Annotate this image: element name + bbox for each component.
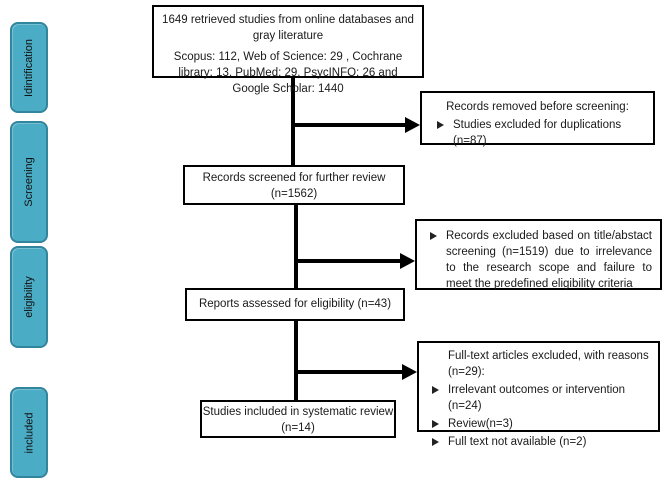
- stage-eligibility-label: eligibility: [23, 276, 36, 318]
- stage-included: included: [10, 387, 48, 478]
- stage-eligibility: eligibility: [10, 246, 48, 348]
- right-arrowhead-bullet-icon: [432, 386, 439, 395]
- connector-line-reports-to-included: [294, 320, 298, 401]
- list-item: Irrelevant outcomes or intervention (n=2…: [423, 382, 652, 414]
- records-removed-box: Records removed before screening: Studie…: [420, 91, 655, 147]
- stage-screening-label: Screening: [23, 157, 36, 207]
- retrieved-studies-text: 1649 retrieved studies from online datab…: [162, 14, 414, 43]
- records-removed-title: Records removed before screening:: [446, 101, 629, 113]
- fulltext-excluded-box: Full-text articles excluded, with reason…: [417, 341, 660, 448]
- fulltext-unavailable-text: Full text not available (n=2): [448, 436, 587, 449]
- connector-line-screened-to-reports: [294, 204, 298, 289]
- right-arrowhead-bullet-icon: [432, 420, 439, 429]
- arrow-to-removed-box: [293, 117, 420, 133]
- review-excluded-text: Review(n=3): [448, 418, 513, 431]
- title-screen-excluded-text: Records excluded based on title/abstact …: [446, 230, 652, 291]
- list-item: Records excluded based on title/abstact …: [421, 228, 652, 292]
- reports-assessed-box: Reports assessed for eligibility (n=43): [185, 288, 405, 321]
- list-item: Full text not available (n=2): [423, 434, 652, 450]
- connector-line-top-to-screened: [291, 77, 295, 166]
- studies-included-text: Studies included in systematic review: [202, 406, 394, 418]
- records-screened-box: Records screened for further review (n=1…: [183, 165, 405, 205]
- arrow-head-icon: [400, 253, 415, 269]
- retrieved-studies-box: 1649 retrieved studies from online datab…: [152, 5, 424, 95]
- arrow-head-icon: [405, 117, 420, 133]
- fulltext-excluded-title: Full-text articles excluded, with reason…: [448, 350, 649, 379]
- records-screened-count: (n=1562): [270, 188, 318, 201]
- stage-included-label: included: [23, 412, 36, 453]
- list-item: Review(n=3): [423, 416, 652, 432]
- arrow-shaft: [293, 123, 405, 127]
- records-screened-text: Records screened for further review: [202, 172, 386, 184]
- right-arrowhead-bullet-icon: [437, 121, 444, 130]
- stage-identification: Idintification: [10, 22, 48, 113]
- arrow-shaft: [297, 370, 402, 374]
- stage-screening: Screening: [10, 121, 48, 243]
- studies-included-count: (n=14): [281, 422, 315, 435]
- stage-identification-label: Idintification: [23, 38, 35, 97]
- right-arrowhead-bullet-icon: [430, 232, 437, 240]
- list-item: Studies excluded for duplications (n=87): [428, 117, 647, 149]
- studies-included-box: Studies included in systematic review (n…: [200, 400, 396, 438]
- irrelevant-outcomes-text: Irrelevant outcomes or intervention (n=2…: [448, 384, 626, 413]
- arrow-head-icon: [402, 364, 417, 380]
- arrow-shaft: [297, 259, 400, 263]
- arrow-to-title-screen-excluded-box: [297, 253, 415, 269]
- title-screen-excluded-box: Records excluded based on title/abstact …: [415, 219, 662, 290]
- database-counts-text: Scopus: 112, Web of Science: 29 , Cochra…: [173, 51, 403, 96]
- right-arrowhead-bullet-icon: [432, 438, 439, 447]
- duplications-excluded-text: Studies excluded for duplications (n=87): [453, 119, 622, 148]
- reports-assessed-text: Reports assessed for eligibility (n=43): [198, 298, 392, 310]
- arrow-to-fulltext-excluded-box: [297, 364, 417, 380]
